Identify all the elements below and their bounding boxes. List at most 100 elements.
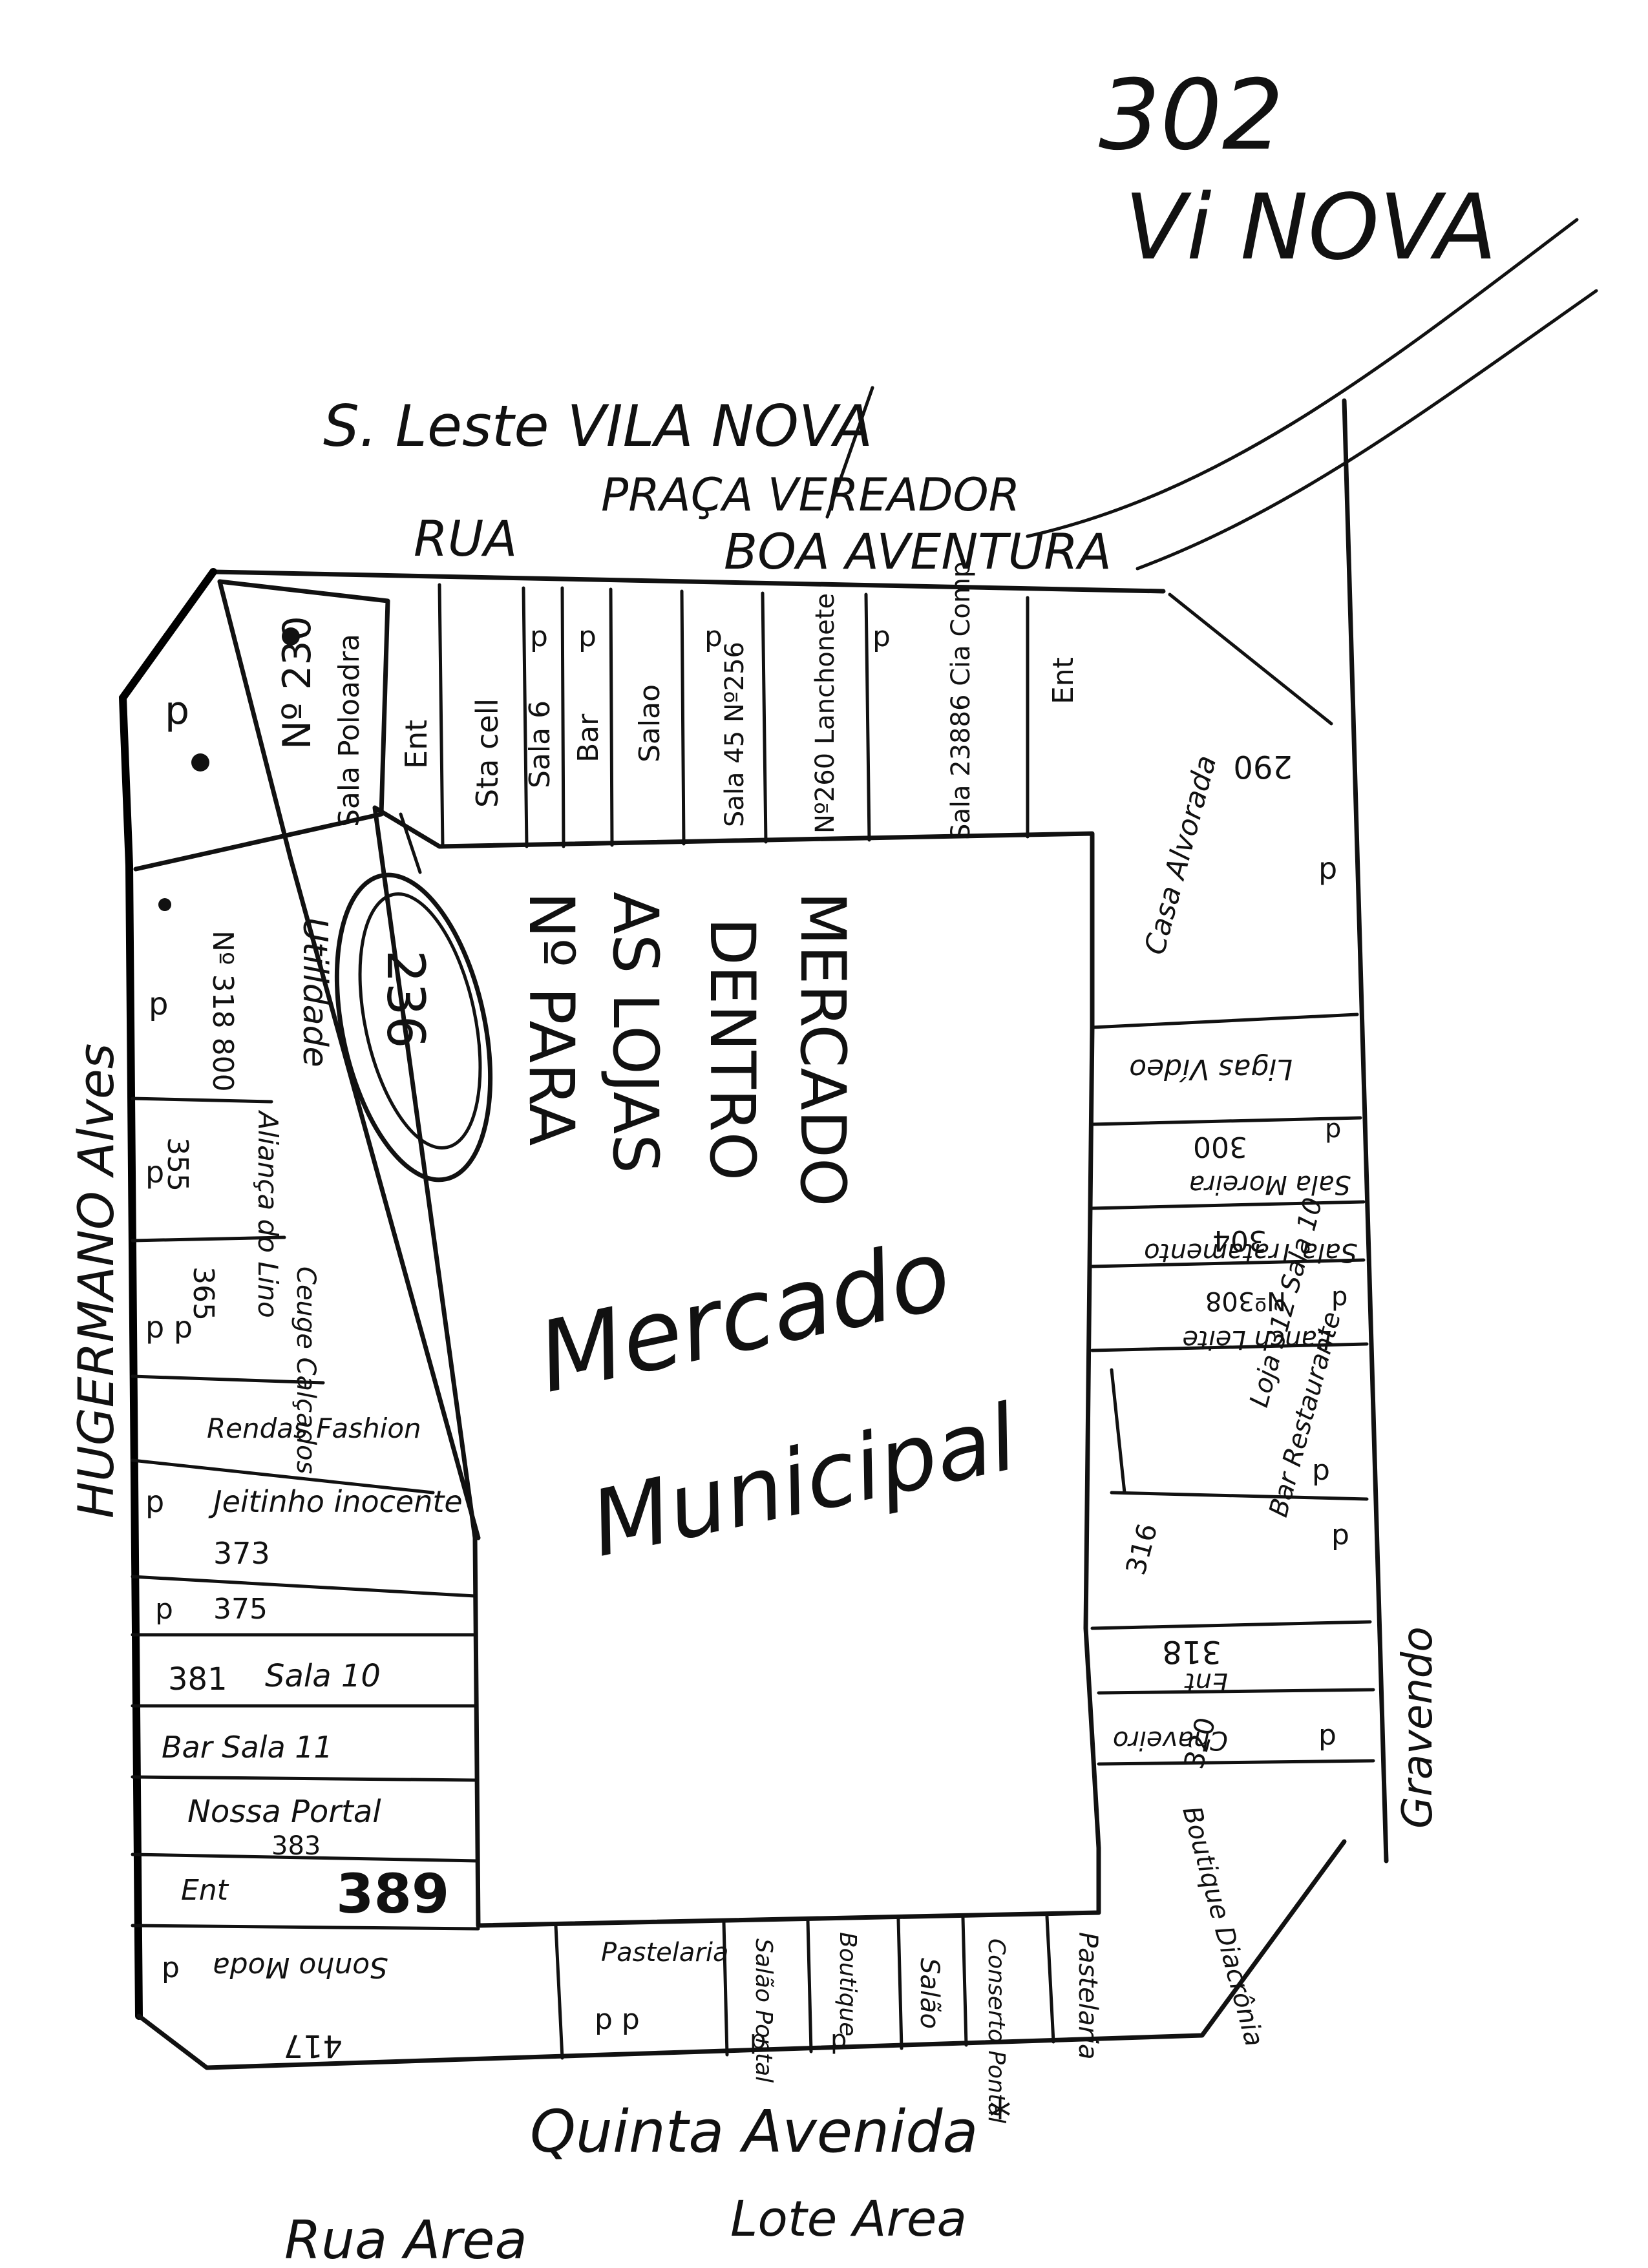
- left-stall-3-label: Ceuge Calçados: [291, 1266, 321, 1474]
- bottom-stall-2-label: Pastelaria: [601, 1938, 728, 1968]
- left-stall-dividers: [131, 1097, 480, 1931]
- corner-stall-label-2: Sala Poloadra: [333, 634, 366, 827]
- left-stall-1-label: Utilidade: [295, 918, 334, 1067]
- header-place: Vi NOVA: [1125, 175, 1497, 280]
- corner-dot-2: [191, 753, 209, 772]
- inner-courtyard: [372, 805, 1101, 1928]
- outer-block-left: [118, 568, 217, 2020]
- street-bottom-3: Rua Area: [284, 2210, 527, 2268]
- bottom-stall-4-label: Boutique: [834, 1932, 861, 2036]
- oval-236-inner: [358, 892, 482, 1150]
- street-left: HUGERMANO Alves: [67, 1044, 125, 1518]
- oval-number: 236: [375, 950, 436, 1049]
- left-stall-9-num: 383: [271, 1831, 321, 1861]
- corner-diagonal: [217, 579, 481, 1540]
- bottom-stall-2-p: p p: [595, 2003, 640, 2036]
- left-stall-1-p: p: [149, 986, 168, 1022]
- left-stall-1-num: Nº 318 800: [206, 930, 239, 1092]
- top-stall-3-p: p: [530, 620, 548, 653]
- right-stall-9-label: Chaveiro: [1113, 1725, 1228, 1755]
- top-stall-2-label: Sta cell: [470, 698, 505, 808]
- street-boa: BOA AVENTURA: [724, 523, 1112, 580]
- oval-pointer: [399, 812, 422, 874]
- right-stall-1-p: p: [1318, 851, 1337, 886]
- center-note-1: Nº PARA: [515, 892, 587, 1146]
- top-stall-1-label: Ent: [399, 720, 434, 769]
- top-stall-dividers: [438, 583, 1030, 848]
- street-bottom-1: Quinta Avenida: [530, 2098, 978, 2166]
- top-stall-6-label: Sala 45 Nº256: [720, 642, 750, 827]
- right-stall-8-num: 318: [1162, 1633, 1221, 1670]
- right-edge-diagonal: [1168, 593, 1333, 726]
- bottom-stall-1-num: 417: [283, 2028, 343, 2064]
- right-stall-4-num: 304: [1212, 1224, 1267, 1257]
- left-stall-2-num: 355: [161, 1137, 194, 1192]
- center-note-4: MERCADO: [787, 892, 859, 1207]
- outer-block-right: [1342, 398, 1389, 1864]
- top-stall-6-p: p: [704, 620, 723, 653]
- top-stall-7-p: p: [872, 620, 891, 653]
- right-stall-1-num: 290: [1233, 748, 1293, 784]
- bottom-stall-6-label: Conserto Pontal: [983, 1938, 1009, 2123]
- left-stall-2-p: p: [145, 1155, 164, 1190]
- left-stall-7-label: Sala 10: [265, 1658, 381, 1694]
- right-stall-7-num: 316: [1119, 1520, 1163, 1578]
- right-stall-4-label: Sala Tratamento: [1144, 1237, 1357, 1267]
- right-stall-5-label: Lanch Leite: [1182, 1325, 1331, 1354]
- outer-block-top: [211, 569, 1166, 594]
- left-stall-5-num: 373: [213, 1536, 270, 1571]
- diagonal-street-line-1: [1026, 218, 1579, 538]
- bottom-stall-1-label: Sonho Moda: [213, 1951, 388, 1984]
- corner-dot-1: [282, 627, 300, 646]
- right-stall-6-p: p: [1312, 1454, 1330, 1487]
- asterisk-mark: *: [989, 2090, 1011, 2143]
- right-stall-3-num: 300: [1193, 1130, 1247, 1163]
- bottom-stall-5-label: Salão: [914, 1958, 944, 2029]
- market-title-1: Mercado: [529, 1218, 960, 1414]
- left-stall-10-label: Ent: [181, 1874, 229, 1907]
- right-stall-10-label: Boutique Diacrônia: [1176, 1803, 1269, 2050]
- corner-stall-p: p: [165, 688, 189, 733]
- right-stall-8-label: Ent: [1184, 1667, 1228, 1697]
- diagonal-street-line-2: [1136, 289, 1598, 571]
- bottom-stall-1-p: p: [162, 1951, 180, 1984]
- left-stall-4-label: Rendas Fashion: [207, 1412, 421, 1444]
- right-stall-9-p: p: [1318, 1719, 1336, 1752]
- market-title-2: Municipal: [582, 1385, 1026, 1578]
- left-stall-5-p: p: [145, 1484, 164, 1519]
- right-stall-dividers: [1090, 1013, 1375, 1766]
- left-stall-2-label: Aliança do Lino: [252, 1109, 284, 1318]
- street-praca: PRAÇA VEREADOR: [601, 468, 1020, 521]
- bottom-stall-7-label: Pastelaria: [1073, 1932, 1103, 2059]
- right-stall-5-num: Nº308: [1205, 1286, 1286, 1316]
- top-stall-8-label: Sala 23886 Cia Comp: [946, 562, 976, 840]
- right-stall-3-label: Sala Moreira: [1189, 1170, 1351, 1199]
- right-stall-3-p: p: [1325, 1114, 1341, 1144]
- left-stall-7-num: 381: [168, 1661, 227, 1697]
- outer-block-bottom: [136, 1839, 1347, 2070]
- slash-mark: [825, 386, 874, 519]
- bottom-stall-4-p: p: [830, 2025, 847, 2055]
- street-rua: RUA: [414, 510, 517, 567]
- center-note-3: DENTRO: [696, 918, 768, 1181]
- left-stall-10-num: 389: [336, 1862, 449, 1926]
- bottom-stall-3-label: Salão Pontal: [750, 1938, 777, 2083]
- left-stall-6-p: p: [155, 1593, 173, 1626]
- left-stall-5-label: Jeitinho inocente: [208, 1484, 463, 1519]
- street-top-line: S. Leste VILA NOVA: [323, 393, 872, 459]
- ink-dot-1: [158, 898, 171, 911]
- bottom-stall-3-p: p: [750, 2025, 766, 2055]
- top-stall-4-p: p: [578, 620, 597, 653]
- bottom-stall-dividers: [554, 1915, 1055, 2060]
- top-stall-4-label: Bar: [572, 713, 605, 762]
- left-stall-6-num: 375: [213, 1593, 268, 1626]
- left-stall-8-label: Bar Sala 11: [162, 1730, 333, 1765]
- street-bottom-2: Lote Area: [730, 2190, 967, 2247]
- left-stall-3-num: 365: [187, 1266, 220, 1321]
- oval-236: [334, 872, 493, 1182]
- top-stall-5-label: Salao: [633, 684, 666, 762]
- right-stall-2-label: Ligas Vídeo: [1129, 1053, 1293, 1086]
- right-stall-7-p: p: [1331, 1518, 1349, 1551]
- street-right: Gravendo: [1394, 1626, 1442, 1829]
